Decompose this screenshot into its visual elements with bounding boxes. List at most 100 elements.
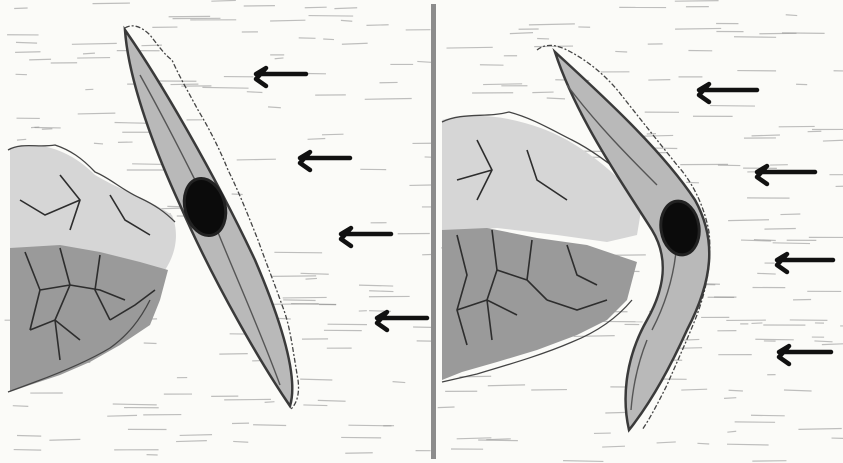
texture-stroke xyxy=(823,140,843,141)
texture-stroke xyxy=(724,398,736,399)
texture-stroke xyxy=(305,7,327,8)
texture-stroke xyxy=(107,415,137,416)
texture-stroke xyxy=(237,159,276,160)
texture-stroke xyxy=(563,461,603,462)
texture-stroke xyxy=(822,344,843,345)
texture-stroke xyxy=(547,98,565,99)
texture-stroke xyxy=(642,135,673,136)
texture-stroke xyxy=(283,300,315,301)
arrow-1-icon xyxy=(256,68,306,86)
texture-stroke xyxy=(78,113,116,114)
texture-stroke xyxy=(359,285,393,286)
texture-stroke xyxy=(301,273,329,274)
texture-stroke xyxy=(49,439,80,440)
texture-stroke xyxy=(369,291,393,292)
texture-stroke xyxy=(323,39,334,40)
left-panel-drawing xyxy=(0,0,431,463)
arrow-1-icon xyxy=(699,84,757,102)
texture-stroke xyxy=(675,28,721,29)
arrow-group-left xyxy=(256,68,427,330)
tissue-dark-region xyxy=(10,245,168,392)
texture-stroke xyxy=(72,43,117,44)
texture-stroke xyxy=(602,446,625,447)
texture-stroke xyxy=(17,139,26,140)
texture-stroke xyxy=(334,8,357,9)
texture-stroke xyxy=(366,25,388,26)
texture-stroke xyxy=(678,348,702,349)
texture-stroke xyxy=(510,33,533,34)
texture-stroke xyxy=(322,134,344,135)
texture-stroke xyxy=(393,382,406,383)
texture-stroke xyxy=(728,220,769,221)
texture-stroke xyxy=(211,0,236,1)
texture-stroke xyxy=(202,87,248,88)
texture-stroke xyxy=(341,20,352,21)
texture-stroke xyxy=(605,412,627,413)
texture-stroke xyxy=(534,46,573,47)
texture-stroke xyxy=(529,24,575,25)
texture-stroke xyxy=(365,99,412,100)
texture-stroke xyxy=(757,273,775,274)
texture-stroke xyxy=(438,407,455,408)
texture-stroke xyxy=(265,402,275,403)
arrow-3-icon xyxy=(341,228,391,246)
texture-stroke xyxy=(727,444,769,445)
texture-stroke xyxy=(532,92,553,93)
texture-stroke xyxy=(275,58,284,59)
texture-stroke xyxy=(798,429,841,430)
texture-stroke xyxy=(483,84,522,85)
texture-stroke xyxy=(77,58,110,59)
arrow-4-icon xyxy=(779,346,831,364)
texture-stroke xyxy=(751,323,762,324)
texture-stroke xyxy=(729,390,743,391)
texture-stroke xyxy=(684,339,700,340)
arrow-2-icon xyxy=(300,152,350,170)
texture-stroke xyxy=(417,61,431,62)
panel-divider xyxy=(431,4,436,459)
texture-stroke xyxy=(13,406,29,407)
tissue-dark-region xyxy=(442,228,637,380)
texture-stroke xyxy=(233,441,248,442)
texture-stroke xyxy=(486,439,511,440)
texture-stroke xyxy=(300,379,332,380)
texture-stroke xyxy=(697,443,709,444)
texture-stroke xyxy=(780,214,800,215)
texture-stroke xyxy=(15,52,40,53)
texture-stroke xyxy=(342,43,368,44)
texture-stroke xyxy=(814,341,832,342)
texture-stroke xyxy=(318,400,346,401)
texture-stroke xyxy=(132,164,164,165)
texture-stroke xyxy=(734,37,776,38)
texture-stroke xyxy=(93,3,130,4)
right-panel-drawing xyxy=(437,0,843,463)
texture-stroke xyxy=(681,389,707,390)
texture-stroke xyxy=(764,228,795,229)
texture-stroke xyxy=(759,33,796,34)
panel-right-bent-cell xyxy=(437,0,843,463)
texture-stroke xyxy=(253,425,286,426)
texture-stroke xyxy=(675,1,719,2)
texture-stroke xyxy=(784,390,812,391)
texture-stroke xyxy=(751,415,785,416)
texture-stroke xyxy=(219,354,247,355)
texture-stroke xyxy=(457,438,492,439)
texture-stroke xyxy=(755,339,793,340)
texture-stroke xyxy=(574,336,615,337)
texture-stroke xyxy=(348,425,391,426)
texture-stroke xyxy=(247,92,263,93)
texture-stroke xyxy=(17,435,41,436)
texture-stroke xyxy=(113,404,157,405)
texture-stroke xyxy=(176,441,207,442)
texture-stroke xyxy=(303,405,327,406)
texture-stroke xyxy=(657,442,676,443)
texture-stroke xyxy=(615,51,627,52)
texture-stroke xyxy=(478,440,518,441)
texture-stroke xyxy=(83,53,95,54)
panel-left-straight-cell xyxy=(0,0,431,463)
texture-stroke xyxy=(306,278,317,279)
texture-stroke xyxy=(16,42,37,43)
arrow-3-icon xyxy=(777,254,833,272)
texture-stroke xyxy=(447,47,493,48)
texture-stroke xyxy=(29,59,51,60)
